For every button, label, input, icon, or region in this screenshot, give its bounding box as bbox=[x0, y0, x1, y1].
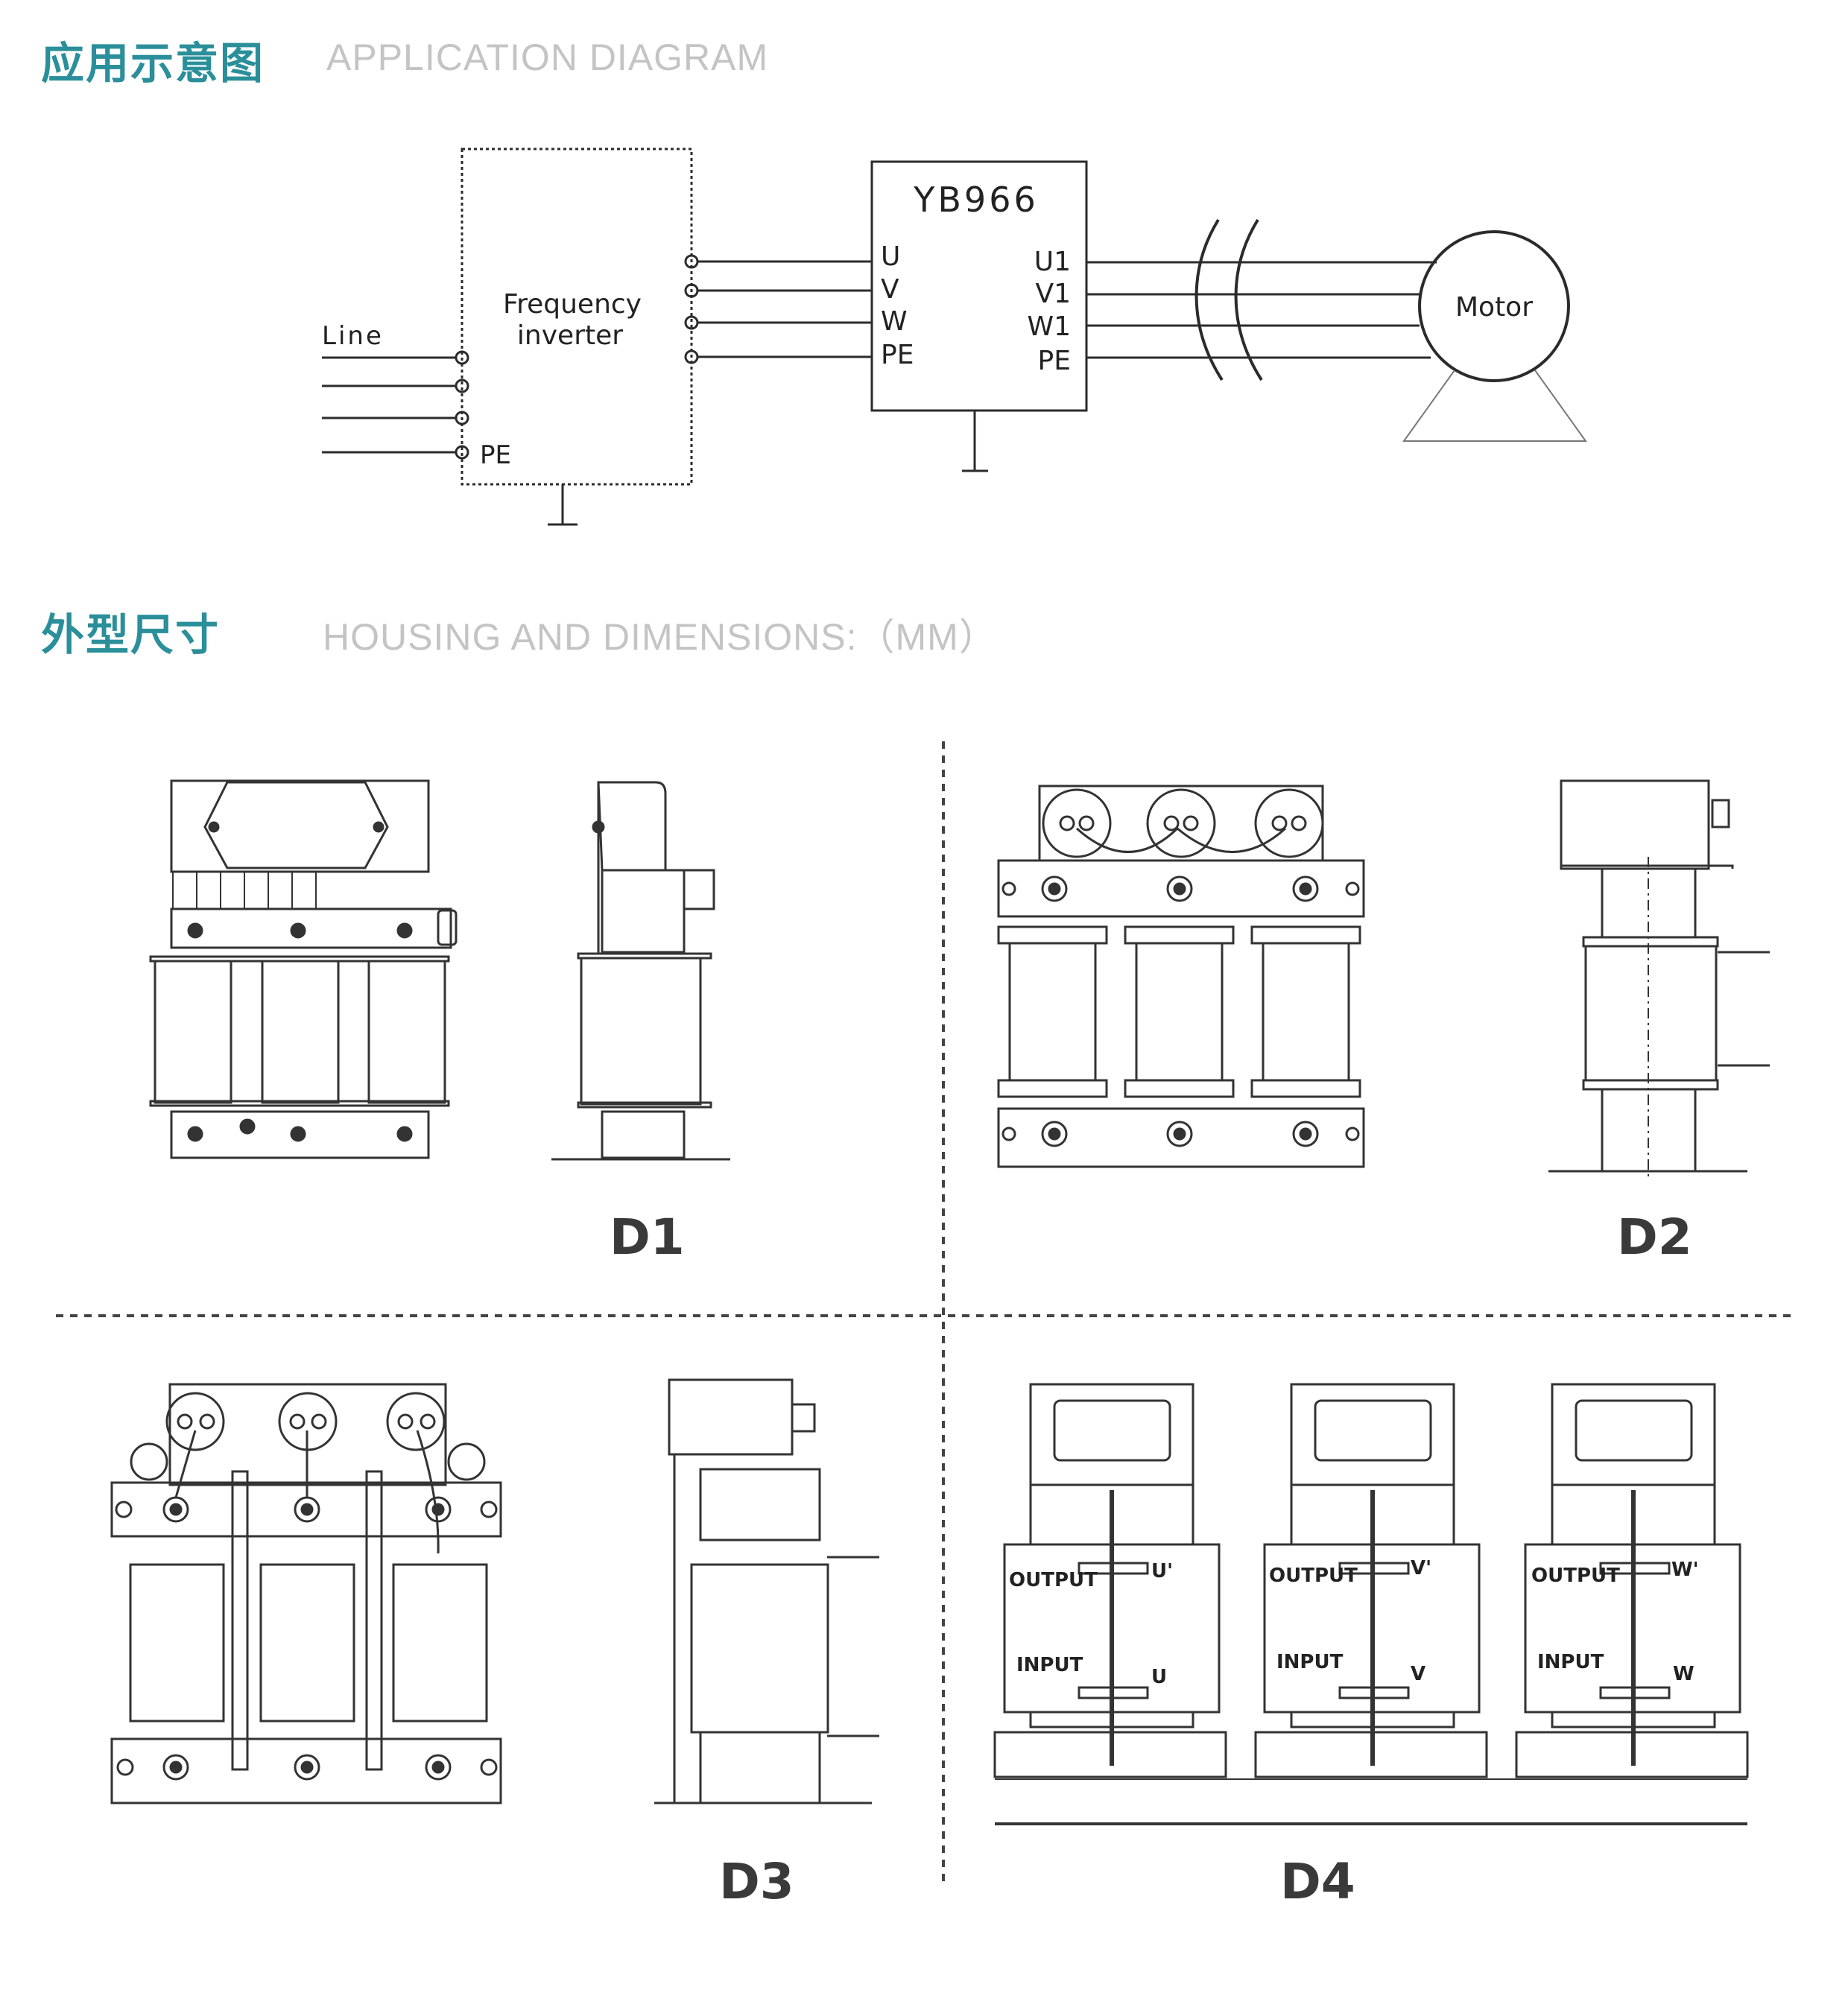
section-title-housing-cn: 外型尺寸 bbox=[41, 609, 221, 660]
d4-unit-v-output: OUTPUT bbox=[1269, 1565, 1358, 1587]
in-terminal-pe: PE bbox=[881, 340, 914, 370]
d4-unit-v-input: INPUT bbox=[1276, 1651, 1344, 1673]
motor-base bbox=[1402, 370, 1587, 442]
section-title-application-en: APPLICATION DIAGRAM bbox=[326, 37, 769, 78]
d4-unit-u bbox=[993, 1383, 1227, 1778]
terminal-l3 bbox=[455, 411, 469, 425]
cable-break-left bbox=[1194, 218, 1224, 381]
d4-unit-w-in-terminal: W bbox=[1673, 1663, 1694, 1685]
device-name: YB966 bbox=[913, 180, 1038, 220]
d4-unit-v-in-terminal: V bbox=[1411, 1663, 1426, 1685]
inverter-box bbox=[461, 148, 693, 486]
in-terminal-v: V bbox=[881, 274, 899, 305]
motor-label: Motor bbox=[1455, 292, 1533, 323]
in-terminal-u: U bbox=[881, 241, 900, 272]
cable-break-right bbox=[1234, 218, 1263, 381]
motor-circle bbox=[1418, 230, 1570, 382]
yb966-box bbox=[870, 160, 1088, 412]
terminal-pe-in bbox=[455, 445, 469, 460]
terminal-l2 bbox=[455, 378, 469, 393]
d4-unit-v-out-terminal: V' bbox=[1411, 1557, 1432, 1579]
label-d3: D3 bbox=[719, 1853, 794, 1910]
label-d1: D1 bbox=[610, 1208, 685, 1266]
application-diagram: Line PE Frequency inverter YB966 U V W P… bbox=[322, 148, 1587, 526]
pe-input-label: PE bbox=[480, 440, 511, 470]
section-title-housing-en: HOUSING AND DIMENSIONS:（MM） bbox=[323, 616, 997, 658]
out-terminal-u1: U1 bbox=[1034, 247, 1071, 277]
in-terminal-w: W bbox=[881, 306, 908, 337]
d4-unit-u-input: INPUT bbox=[1016, 1654, 1083, 1676]
d4-unit-w-input: INPUT bbox=[1537, 1651, 1604, 1673]
label-d4: D4 bbox=[1280, 1853, 1355, 1910]
inverter-label-2: inverter bbox=[517, 320, 623, 351]
d4-unit-u-in-terminal: U bbox=[1151, 1666, 1168, 1688]
d4-unit-w-out-terminal: W' bbox=[1671, 1559, 1699, 1581]
out-terminal-v1: V1 bbox=[1035, 279, 1071, 309]
d4-unit-v bbox=[1254, 1383, 1488, 1778]
section-title-application-cn: 应用示意图 bbox=[41, 38, 265, 89]
out-terminal-w1: W1 bbox=[1028, 311, 1072, 342]
terminal-l1 bbox=[455, 350, 469, 365]
d4-unit-u-out-terminal: U' bbox=[1151, 1560, 1174, 1582]
label-d2: D2 bbox=[1617, 1208, 1692, 1266]
d4-unit-u-output: OUTPUT bbox=[1009, 1569, 1098, 1591]
line-label: Line bbox=[322, 321, 384, 351]
d4-unit-w-output: OUTPUT bbox=[1531, 1565, 1620, 1587]
d4-unit-w bbox=[1515, 1383, 1749, 1778]
out-terminal-pe: PE bbox=[1038, 346, 1071, 376]
inverter-label-1: Frequency bbox=[503, 289, 642, 320]
